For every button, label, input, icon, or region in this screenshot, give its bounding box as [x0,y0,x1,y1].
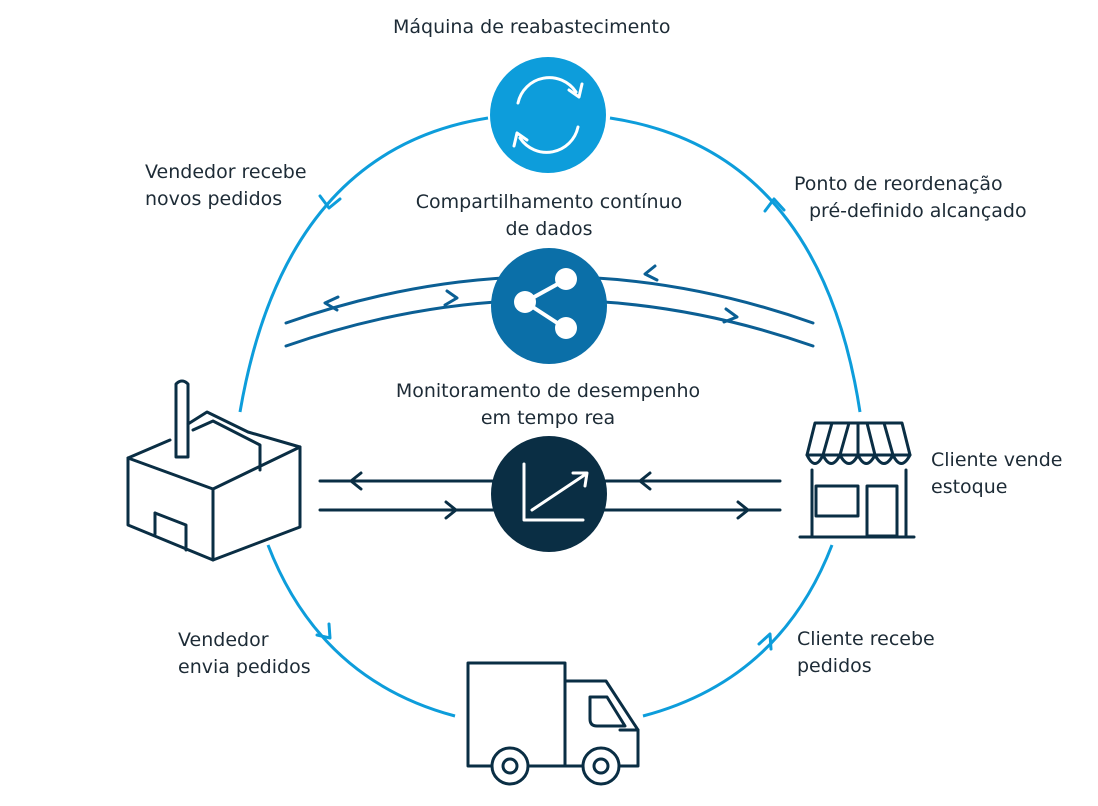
label-line: pré-definido alcançado [809,200,1027,222]
label-line: Cliente recebe [797,628,935,650]
label-reorder-point-reached: Ponto de reordenação pré-definido alcanç… [794,171,1027,225]
label-replenishment-machine: Máquina de reabastecimento [393,16,671,38]
label-performance-monitoring: Monitoramento de desempenho em tempo rea [368,378,728,432]
label-line: pedidos [797,655,872,677]
cycle-arrowheads [315,194,786,651]
arrowhead-data-inner-right [443,289,459,307]
arrowhead-data-right [722,307,739,324]
arrowhead-data-inner-left [643,264,659,282]
arrowhead-perf-left [349,471,363,491]
label-line: de dados [505,218,593,240]
label-line: Ponto de reordenação [794,173,1003,195]
label-client-sells-stock: Cliente vende estoque [931,447,1062,501]
trend-chart-icon [522,462,589,522]
arc-top-right [609,116,862,413]
arrowhead-reorder-point [763,197,786,213]
label-line: Monitoramento de desempenho [395,380,701,402]
refresh-node [490,57,606,173]
truck-icon [466,661,640,786]
store-icon [798,421,916,539]
arrowhead-vendor-receives [318,194,342,210]
label-line: Cliente vende [931,449,1063,471]
label-continuous-data-sharing: Compartilhamento contínuo de dados [395,189,703,243]
factory-icon [126,379,302,562]
share-icon [514,268,577,339]
arrowhead-data-left [323,295,340,312]
label-client-receives-orders: Cliente recebe pedidos [797,626,935,680]
arrowhead-client-receives [757,632,773,651]
arrowhead-perf-center-right [444,500,458,520]
label-line: envia pedidos [178,656,311,678]
label-line: em tempo rea [480,407,616,429]
arc-bottom-left [266,544,456,718]
refresh-icon [512,76,584,154]
label-line: Vendedor recebe [145,161,307,183]
arrowhead-perf-right [736,500,750,520]
label-vendor-ships-orders: Vendedor envia pedidos [178,627,311,681]
label-line: Compartilhamento contínuo [415,191,683,213]
label-line: estoque [931,476,1008,498]
arrowhead-perf-center-left [638,471,652,491]
label-vendor-receives-orders: Vendedor recebe novos pedidos [145,159,307,213]
arrowhead-vendor-ships [315,622,332,640]
arc-bottom-right [642,544,834,718]
arc-top-left [238,116,489,413]
label-line: Vendedor [178,629,269,651]
label-line: novos pedidos [145,188,283,210]
performance-node [491,436,607,552]
cycle-ring [238,116,862,718]
share-node [491,248,607,364]
